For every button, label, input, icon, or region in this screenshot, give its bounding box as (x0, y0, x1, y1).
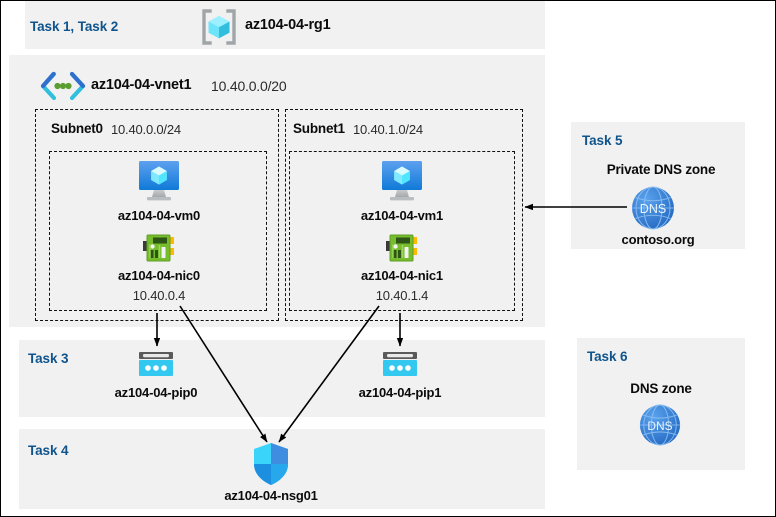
task-label-5: Task 5 (582, 133, 623, 148)
dns-icon-text: DNS (640, 202, 666, 216)
task-label-4: Task 4 (28, 443, 69, 458)
resource-group-name: az104-04-rg1 (245, 17, 331, 33)
private-dns-zone-heading: Private DNS zone (606, 162, 716, 177)
vnet-address-space: 10.40.0.0/20 (211, 78, 287, 94)
network-interface-icon (143, 232, 175, 264)
dns-zone-icon: DNS (638, 403, 682, 447)
virtual-machine-icon (135, 159, 183, 203)
nic0-private-ip: 10.40.0.4 (132, 288, 186, 303)
subnet1-address-prefix: 10.40.1.0/24 (353, 122, 423, 137)
private-dns-zone-name: contoso.org (621, 232, 695, 247)
vnet-container (9, 55, 545, 327)
task-label-1-2: Task 1, Task 2 (30, 19, 119, 34)
subnet1-name: Subnet1 (293, 121, 345, 136)
vnet-name: az104-04-vnet1 (91, 77, 192, 93)
subnet0-inner-box (49, 151, 267, 311)
resource-group-icon (199, 7, 239, 47)
pip1-label: az104-04-pip1 (358, 385, 442, 400)
dns-zone-icon: DNS (630, 185, 676, 231)
task6-panel (577, 338, 745, 470)
subnet0-name: Subnet0 (51, 121, 103, 136)
dns-icon-text: DNS (647, 419, 672, 433)
public-ip-address-icon (381, 350, 419, 380)
nsg-label: az104-04-nsg01 (224, 488, 318, 503)
pip0-label: az104-04-pip0 (114, 385, 198, 400)
resource-group-panel (25, 1, 545, 49)
task3-panel (19, 340, 545, 417)
public-ip-address-icon (137, 350, 175, 380)
task-label-6: Task 6 (587, 349, 628, 364)
subnet1-box (285, 109, 523, 321)
task-label-3: Task 3 (28, 351, 69, 366)
dns-zone-heading: DNS zone (630, 381, 692, 396)
network-security-group-icon (251, 442, 291, 486)
virtual-network-icon (37, 71, 89, 101)
vm0-label: az104-04-vm0 (117, 208, 201, 223)
subnet1-inner-box (289, 151, 515, 311)
network-interface-icon (386, 232, 418, 264)
nic0-label: az104-04-nic0 (118, 268, 200, 283)
vm1-label: az104-04-vm1 (360, 208, 444, 223)
nic1-private-ip: 10.40.1.4 (375, 288, 429, 303)
virtual-machine-icon (378, 159, 426, 203)
nic1-label: az104-04-nic1 (361, 268, 443, 283)
subnet0-address-prefix: 10.40.0.0/24 (111, 122, 181, 137)
